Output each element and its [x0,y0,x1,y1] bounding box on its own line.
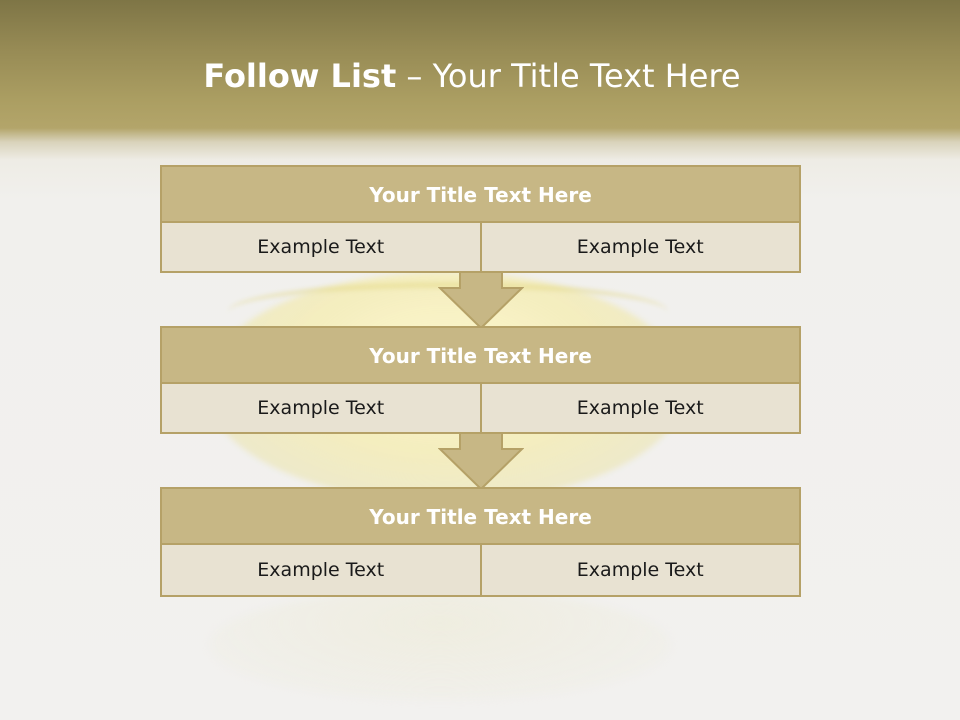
block-title: Your Title Text Here [162,489,799,545]
block-title: Your Title Text Here [162,328,799,384]
down-arrow-icon [438,271,524,329]
down-arrow-icon [438,432,524,490]
block-cell-left: Example Text [162,223,480,271]
background-capsule-rim [228,282,668,342]
slide-title-bold: Follow List [203,57,397,95]
block-row: Example Text Example Text [162,545,799,595]
background-reflection [210,590,670,700]
block-row: Example Text Example Text [162,223,799,271]
follow-block-2: Your Title Text Here Example Text Exampl… [160,326,801,434]
block-cell-right: Example Text [479,545,799,595]
slide-title: Follow List – Your Title Text Here [0,52,944,100]
slide-title-rest: – Your Title Text Here [406,57,741,95]
block-cell-right: Example Text [479,223,799,271]
block-row: Example Text Example Text [162,384,799,432]
block-cell-left: Example Text [162,384,480,432]
follow-block-3: Your Title Text Here Example Text Exampl… [160,487,801,597]
follow-block-1: Your Title Text Here Example Text Exampl… [160,165,801,273]
block-cell-right: Example Text [479,384,799,432]
block-title: Your Title Text Here [162,167,799,223]
block-cell-left: Example Text [162,545,480,595]
